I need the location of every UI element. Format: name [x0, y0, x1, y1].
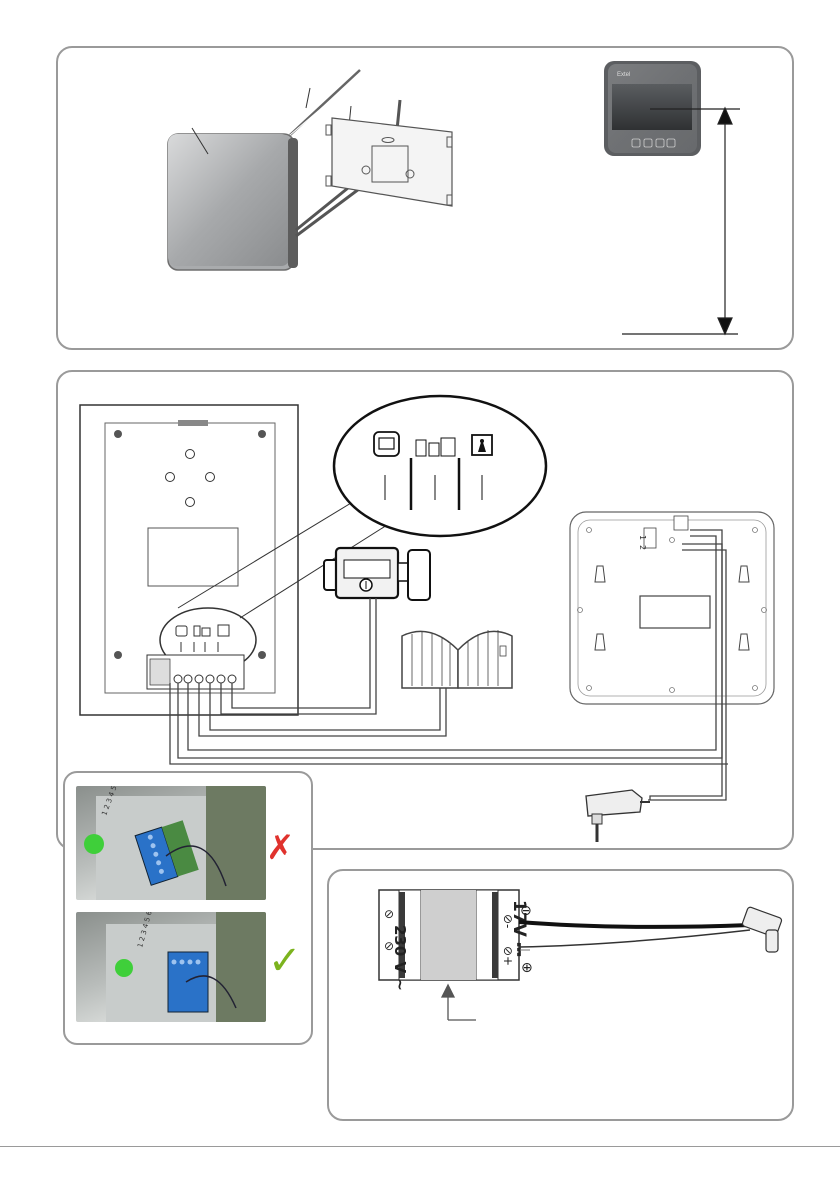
input-voltage-label: 230 V ~: [391, 925, 409, 991]
input-terminal-2: ⊘: [384, 939, 394, 953]
input-terminal-1: ⊘: [384, 907, 394, 921]
output-cable: [519, 906, 782, 952]
plus-symbol: ⊕: [521, 960, 533, 976]
minus-symbol: ⊖: [520, 903, 532, 919]
din-rail-arrow: [442, 985, 476, 1020]
output-terminal-minus: ⊘-: [501, 914, 515, 928]
output-terminal-plus: ⊘+: [501, 946, 515, 966]
footer-rule: [0, 1146, 840, 1147]
